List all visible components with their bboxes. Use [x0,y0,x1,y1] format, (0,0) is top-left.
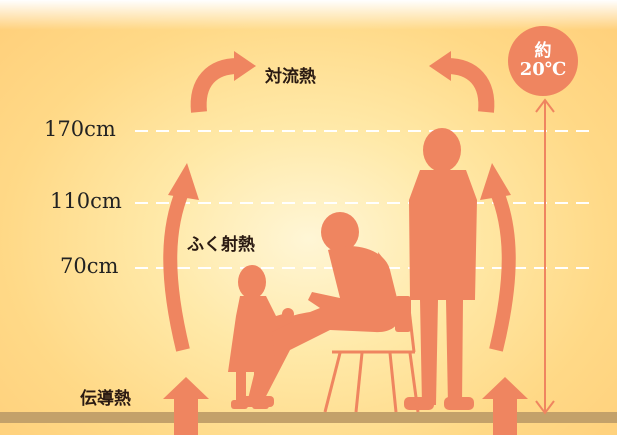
conduction-arrow-left [163,377,209,435]
conduction-arrow-right [482,377,528,435]
temperature-prefix: 約 [534,40,552,61]
radiation-arrow-left [163,163,199,352]
convection-arrow-left [190,51,256,113]
height-label-110: 110cm [50,189,122,213]
temperature-badge: 約 20℃ [508,26,578,96]
temperature-height-arrow [535,98,555,415]
radiation-arrow-right [480,163,516,352]
conduction-label: 伝導熱 [80,389,131,409]
child-silhouette [228,265,294,409]
chair-back [395,296,411,332]
height-label-170: 170cm [44,117,116,141]
height-label-70: 70cm [60,254,119,278]
temperature-value: 20℃ [519,59,567,81]
standing-person [404,128,477,410]
radiation-label: ふく射熱 [187,235,255,255]
people-silhouettes [228,128,477,413]
floor [0,412,617,423]
convection-label: 対流熱 [265,67,316,87]
convection-arrow-right [429,51,495,113]
